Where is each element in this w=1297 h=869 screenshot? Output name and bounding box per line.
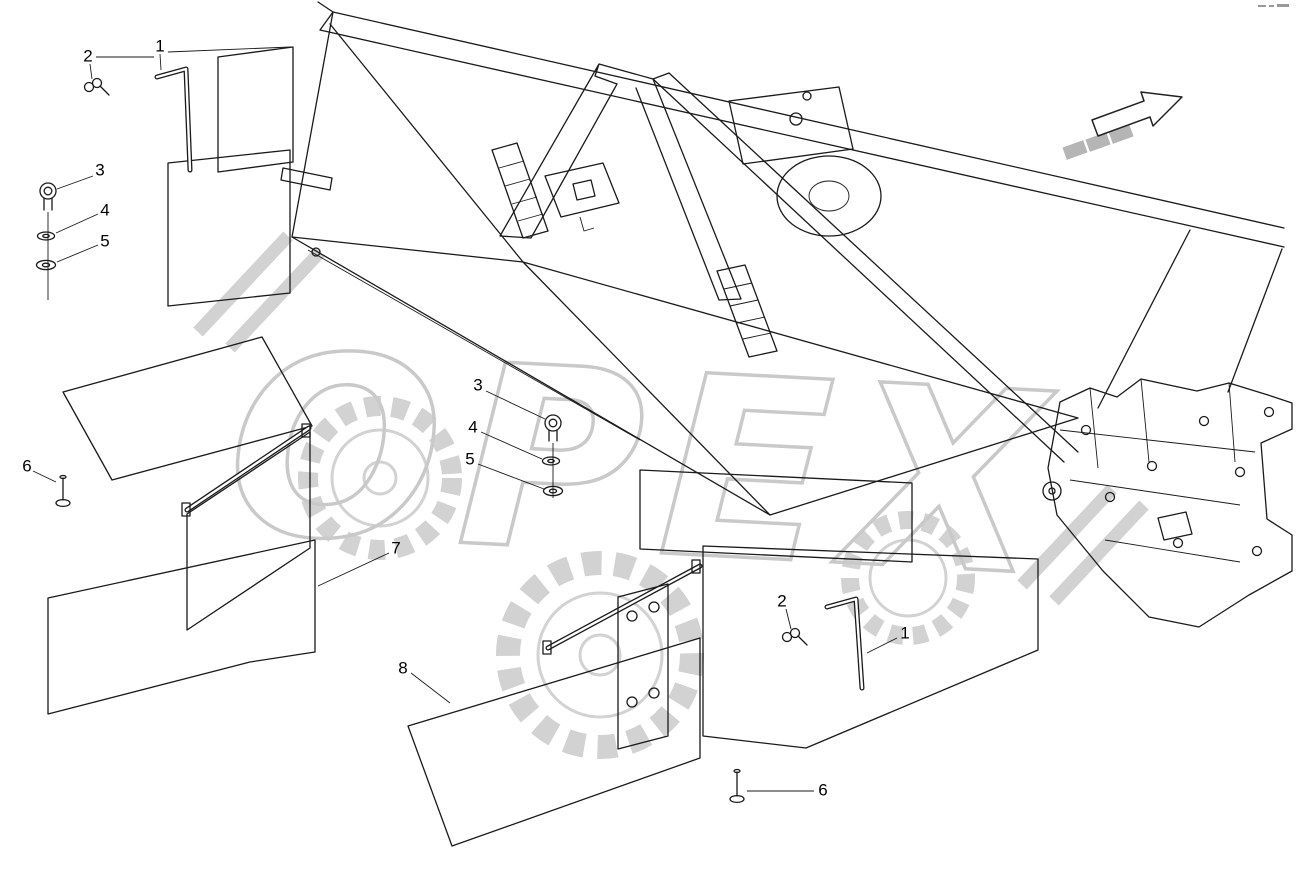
washer-part <box>36 231 56 241</box>
bolt-part <box>55 474 71 508</box>
guard-panel-8 <box>407 637 701 847</box>
corner-marking <box>1258 4 1289 7</box>
frame-assembly <box>280 1 1285 516</box>
guard-panels <box>47 46 1039 847</box>
hitch-bracket <box>1042 378 1293 628</box>
spring-clip-part <box>781 627 808 646</box>
bent-rod-part <box>154 66 193 173</box>
guard-panel-7 <box>47 539 316 715</box>
bent-rod-part <box>824 596 865 691</box>
small-parts <box>35 66 865 804</box>
washer-part <box>541 456 561 466</box>
leader-lines <box>32 46 898 792</box>
mounting-plate <box>617 583 669 750</box>
bolt-part <box>729 768 745 804</box>
ring-part <box>39 182 57 211</box>
washer-part <box>35 259 57 271</box>
direction-arrow-icon <box>1062 91 1183 160</box>
guard-panel <box>167 149 291 307</box>
guard-panel <box>702 545 1039 749</box>
gear-watermark-icon <box>298 396 975 759</box>
guard-panel <box>639 469 913 563</box>
guard-panel <box>217 46 294 173</box>
ring-part <box>544 414 562 442</box>
guard-panel <box>186 431 311 631</box>
spring-clip-part <box>83 77 110 96</box>
watermark-layer: OPEX <box>193 231 1149 759</box>
watermark-text: OPEX <box>222 298 1067 632</box>
guard-panel <box>62 336 313 481</box>
watermark-slashes <box>193 231 1149 606</box>
washer-part <box>542 485 564 497</box>
